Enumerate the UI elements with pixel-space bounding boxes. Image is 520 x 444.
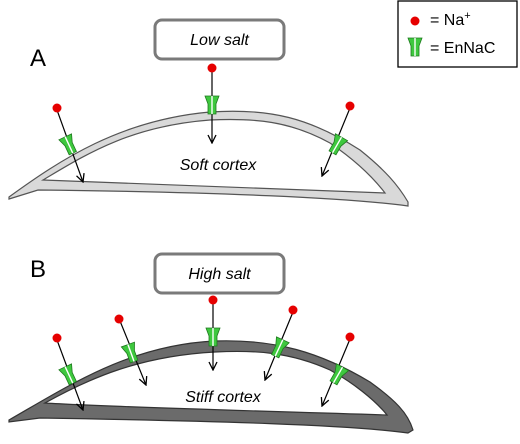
sodium-ion	[114, 314, 124, 324]
sodium-icon	[410, 16, 420, 26]
panel-b-transport-5	[322, 332, 355, 407]
legend-channel-label: = EnNaC	[430, 40, 495, 57]
legend-sodium-label: = Na+	[430, 10, 471, 29]
panel-b-transport-1	[52, 333, 84, 411]
sodium-ion	[208, 295, 218, 305]
panel-b: B High salt Stiff cortex	[8, 252, 414, 434]
panel-b-transport-4	[265, 305, 298, 381]
panel-a-condition-box	[153, 18, 286, 61]
panel-a-cortex	[8, 110, 409, 207]
panel-a-transport-center	[204, 63, 220, 144]
panel-b-transport-3	[205, 295, 221, 371]
panel-a-transport-left	[52, 103, 84, 183]
sodium-ion	[345, 332, 355, 342]
panel-b-letter: B	[30, 256, 46, 283]
panel-a-condition-label: Low salt	[190, 32, 249, 49]
sodium-ion	[52, 103, 62, 113]
panel-a-letter: A	[30, 45, 46, 72]
sodium-ion	[207, 63, 217, 73]
sodium-ion	[288, 305, 298, 315]
panel-a: A Low salt Soft cortex	[8, 18, 409, 207]
panel-b-cortex-label: Stiff cortex	[185, 389, 262, 406]
legend: = Na+ = EnNaC	[397, 0, 518, 68]
panel-a-cortex-label: Soft cortex	[180, 157, 257, 174]
panel-b-cortex	[8, 340, 414, 434]
sodium-ion	[345, 101, 355, 111]
panel-b-transport-2	[114, 314, 147, 386]
panel-a-transport-right	[322, 101, 355, 177]
sodium-ion	[52, 333, 62, 343]
legend-box	[397, 0, 518, 68]
panel-b-condition-label: High salt	[188, 266, 251, 283]
panel-b-condition-box	[153, 252, 286, 295]
